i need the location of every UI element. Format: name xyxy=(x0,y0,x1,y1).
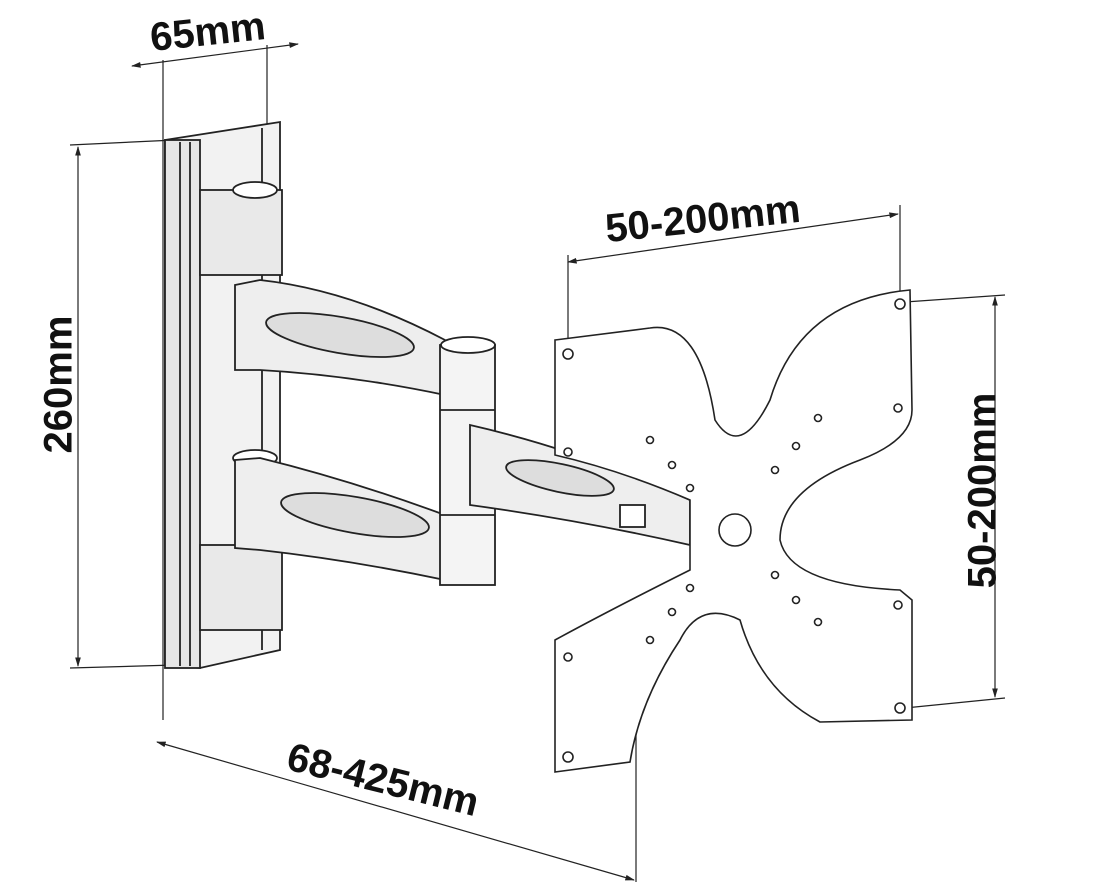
dimension-lines xyxy=(69,42,1006,882)
wall-plate xyxy=(164,120,283,669)
label-vesa-vertical: 50-200mm xyxy=(960,392,1005,589)
swing-arms xyxy=(234,279,691,586)
label-wall-plate-height: 260mm xyxy=(36,315,81,454)
vesa-plate xyxy=(554,289,913,773)
